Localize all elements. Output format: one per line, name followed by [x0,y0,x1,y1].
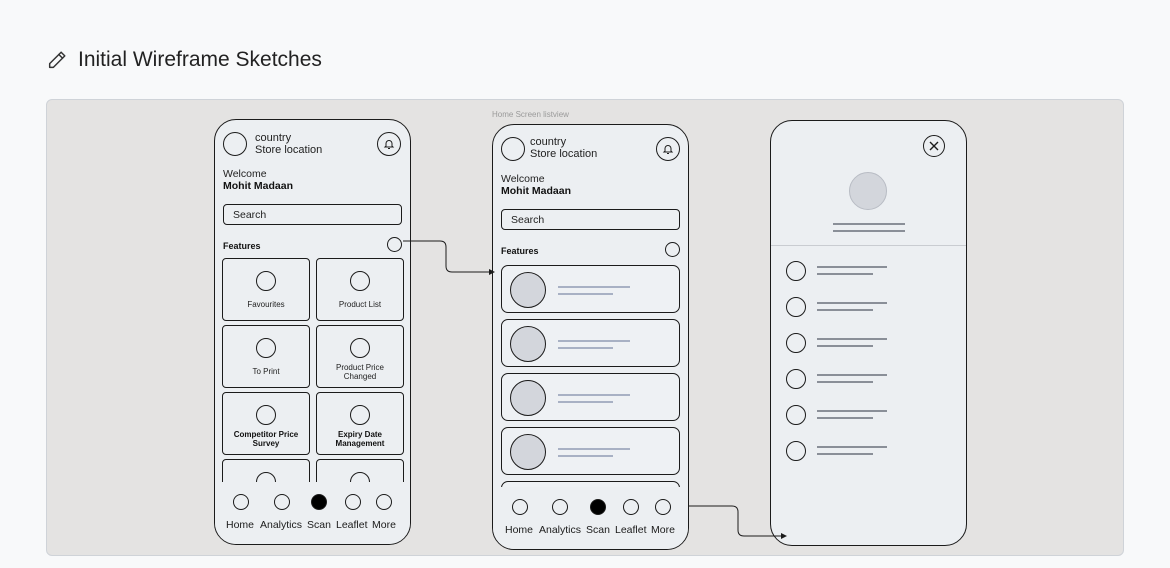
features-heading: Features [223,241,261,251]
location-country: country [530,136,567,148]
scan-icon[interactable] [311,494,327,510]
more-to-menu-arrow [689,505,787,539]
divider [771,245,966,246]
list-item-avatar [510,326,546,362]
welcome-text: Welcome [501,173,545,185]
feature-label: Product Price Changed [335,363,385,381]
feature-label: Favourites [247,300,285,309]
product-list-icon [350,271,370,291]
screen-caption: Home Screen listview [492,111,569,119]
menu-wireframe [770,120,967,546]
nav-analytics[interactable]: Analytics [539,524,582,536]
user-name: Mohit Madaan [223,180,293,192]
home-icon[interactable] [233,494,249,510]
home-listview-wireframe: country Store location Welcome Mohit Mad… [492,124,689,550]
location-country: country [255,132,292,144]
feature-label: Expiry Date Management [335,430,385,448]
expiry-date-icon [350,405,370,425]
bottom-nav: Home Analytics Scan Leaflet More [493,487,688,549]
more-icon[interactable] [376,494,392,510]
list-item[interactable] [501,373,680,421]
user-name: Mohit Madaan [501,185,571,197]
profile-avatar [849,172,887,210]
nav-analytics[interactable]: Analytics [260,519,303,531]
nav-scan[interactable]: Scan [586,524,610,536]
feature-tile-product-price-changed[interactable]: Product Price Changed [316,325,404,388]
feature-label: Competitor Price Survey [233,430,299,448]
feature-tile-favourites[interactable]: Favourites [222,258,310,321]
list-item[interactable] [501,319,680,367]
leaflet-icon[interactable] [345,494,361,510]
feature-label: To Print [252,367,280,376]
features-more-icon[interactable] [665,242,680,257]
profile-name-placeholder [833,223,905,225]
search-input[interactable]: Search [223,204,402,225]
nav-home[interactable]: Home [505,524,534,536]
nav-leaflet[interactable]: Leaflet [336,519,368,531]
location-avatar-icon [223,132,247,156]
analytics-icon[interactable] [552,499,568,515]
nav-more[interactable]: More [372,519,396,531]
section-title-text: Initial Wireframe Sketches [78,48,322,71]
leaflet-icon[interactable] [623,499,639,515]
feature-tile-expiry-date-management[interactable]: Expiry Date Management [316,392,404,455]
list-item[interactable] [501,265,680,313]
location-store: Store location [530,148,598,160]
list-item-avatar [510,434,546,470]
list-item[interactable] [501,427,680,475]
features-to-listview-arrow [403,240,495,275]
price-changed-icon [350,338,370,358]
home-grid-wireframe: country Store location Welcome Mohit Mad… [214,119,411,545]
pencil-icon [48,51,66,69]
nav-home[interactable]: Home [226,519,255,531]
feature-tile-competitor-price-survey[interactable]: Competitor Price Survey [222,392,310,455]
location-avatar-icon [501,137,525,161]
bell-icon[interactable] [656,137,680,161]
more-icon[interactable] [655,499,671,515]
feature-tile-to-print[interactable]: To Print [222,325,310,388]
feature-tile-product-list[interactable]: Product List [316,258,404,321]
bell-icon[interactable] [377,132,401,156]
list-item-avatar [510,380,546,416]
nav-scan[interactable]: Scan [307,519,331,531]
feature-label: Product List [338,300,382,309]
list-item-avatar [510,272,546,308]
bottom-nav: Home Analytics Scan Leaflet More [215,482,410,544]
section-title: Initial Wireframe Sketches [46,44,322,76]
competitor-survey-icon [256,405,276,425]
location-store: Store location [255,144,323,156]
features-heading: Features [501,246,539,256]
features-more-icon[interactable] [387,237,402,252]
to-print-icon [256,338,276,358]
scan-icon[interactable] [590,499,606,515]
close-icon[interactable] [923,135,945,157]
nav-more[interactable]: More [651,524,675,536]
nav-leaflet[interactable]: Leaflet [615,524,647,536]
home-icon[interactable] [512,499,528,515]
profile-subtitle-placeholder [833,230,905,232]
favourites-icon [256,271,276,291]
search-input[interactable]: Search [501,209,680,230]
welcome-text: Welcome [223,168,267,180]
analytics-icon[interactable] [274,494,290,510]
